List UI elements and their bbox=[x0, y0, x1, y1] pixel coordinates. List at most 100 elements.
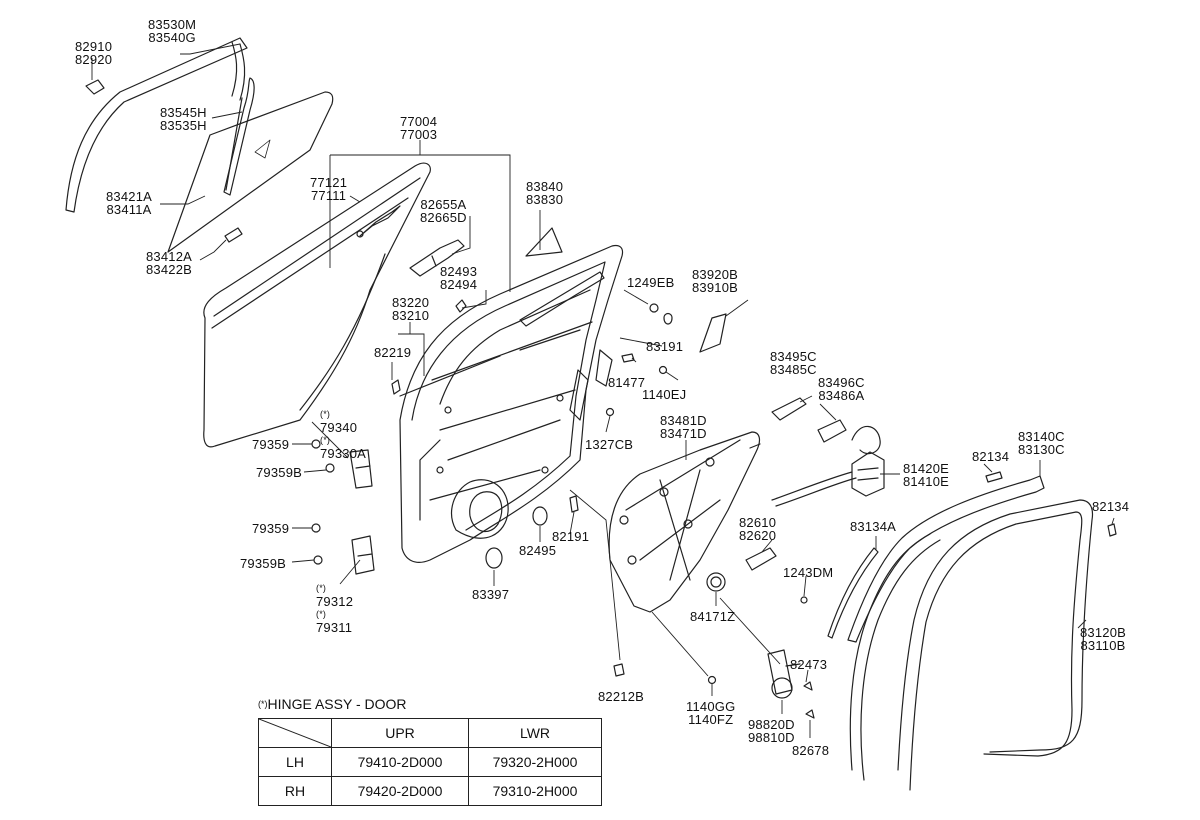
label-81477: 81477 bbox=[608, 375, 646, 390]
label-79359-lower: 79359 bbox=[252, 521, 290, 536]
label-82678: 82678 bbox=[792, 743, 830, 758]
label-83134a: 83134A bbox=[850, 519, 897, 534]
label-1243dm: 1243DM bbox=[783, 565, 834, 580]
label-79340: (*) 79340(*) 79330A bbox=[320, 409, 367, 461]
inside-handle bbox=[745, 547, 777, 571]
col-upr: UPR bbox=[331, 718, 469, 748]
plug-82495 bbox=[532, 506, 548, 526]
corner-trim bbox=[699, 313, 727, 353]
rod-83220 bbox=[399, 355, 501, 397]
col-lwr: LWR bbox=[468, 718, 602, 748]
bolt-1249eb bbox=[649, 303, 659, 313]
part-82493 bbox=[455, 299, 467, 313]
screw-82678 bbox=[805, 709, 815, 719]
bolt-82212b bbox=[613, 663, 625, 677]
door-glass bbox=[167, 91, 334, 253]
label-79359b-lower: 79359B bbox=[240, 556, 287, 571]
bolt-79359-upper bbox=[311, 439, 321, 449]
row-lwr: 79310-2H000 bbox=[468, 776, 602, 806]
bolt-1140gg bbox=[707, 675, 717, 685]
label-83397: 83397 bbox=[472, 587, 510, 602]
label-1140ej: 1140EJ bbox=[642, 387, 687, 402]
table-row: LH 79410-2D000 79320-2H000 bbox=[258, 747, 602, 777]
bolt-1327cb bbox=[605, 407, 615, 417]
grommet-83191 bbox=[663, 312, 673, 325]
row-side: RH bbox=[258, 776, 332, 806]
label-83191: 83191 bbox=[646, 339, 684, 354]
label-82473: 82473 bbox=[790, 657, 828, 672]
bolt-79359b-lower bbox=[313, 555, 323, 565]
label-82219: 82219 bbox=[374, 345, 412, 360]
clip-82134-b bbox=[1107, 523, 1117, 537]
weatherstrip-83120b bbox=[849, 499, 1094, 791]
table-header-row: UPR LWR bbox=[258, 718, 602, 748]
lower-hinge bbox=[351, 535, 375, 575]
label-82495: 82495 bbox=[519, 543, 557, 558]
outer-door-panel bbox=[203, 162, 431, 448]
rod-82219 bbox=[391, 379, 401, 395]
row-upr: 79420-2D000 bbox=[331, 776, 469, 806]
bolt-1140ej bbox=[658, 365, 668, 375]
bolt-79359b-upper bbox=[325, 463, 335, 473]
row-side: LH bbox=[258, 747, 332, 777]
clip-82191 bbox=[569, 495, 579, 513]
label-79359b-upper: 79359B bbox=[256, 465, 303, 480]
door-latch bbox=[771, 425, 885, 507]
label-82191: 82191 bbox=[552, 529, 590, 544]
channel-83545h bbox=[223, 77, 255, 196]
plug-83397 bbox=[485, 547, 503, 569]
clip-82134-a bbox=[985, 471, 1003, 483]
label-82134-a: 82134 bbox=[972, 449, 1010, 464]
label-82134-b: 82134 bbox=[1092, 499, 1130, 514]
weatherstrip-83140c bbox=[847, 475, 1045, 643]
bolt-79359-lower bbox=[311, 523, 321, 533]
hinge-table-title: (*)HINGE ASSY - DOOR bbox=[258, 696, 407, 712]
inner-door-frame bbox=[399, 244, 624, 563]
hinge-assy-table: UPR LWR LH 79410-2D000 79320-2H000 RH 79… bbox=[258, 718, 602, 806]
label-1327cb: 1327CB bbox=[585, 437, 634, 452]
label-1249eb: 1249EB bbox=[627, 275, 675, 290]
bracket-83496c bbox=[817, 419, 847, 443]
ring-inner bbox=[710, 576, 722, 588]
ring-84171z bbox=[706, 572, 726, 592]
bolt-1243dm bbox=[800, 596, 808, 604]
bracket-83495c bbox=[771, 397, 807, 421]
row-upr: 79410-2D000 bbox=[331, 747, 469, 777]
label-79312: (*) 79312(*) 79311 bbox=[316, 583, 354, 635]
delta-trim bbox=[525, 227, 563, 257]
window-regulator-module bbox=[608, 431, 761, 613]
regulator-motor bbox=[767, 649, 801, 699]
outside-handle bbox=[409, 239, 465, 277]
table-row: RH 79420-2D000 79310-2H000 bbox=[258, 776, 602, 806]
label-79359-upper: 79359 bbox=[252, 437, 290, 452]
label-84171z: 84171Z bbox=[690, 609, 736, 624]
table-corner-cell bbox=[258, 718, 332, 748]
upper-hinge bbox=[349, 449, 373, 489]
label-82212b: 82212B bbox=[598, 689, 645, 704]
row-lwr: 79320-2H000 bbox=[468, 747, 602, 777]
clip-82910 bbox=[85, 79, 105, 95]
glass-bracket bbox=[224, 227, 243, 243]
